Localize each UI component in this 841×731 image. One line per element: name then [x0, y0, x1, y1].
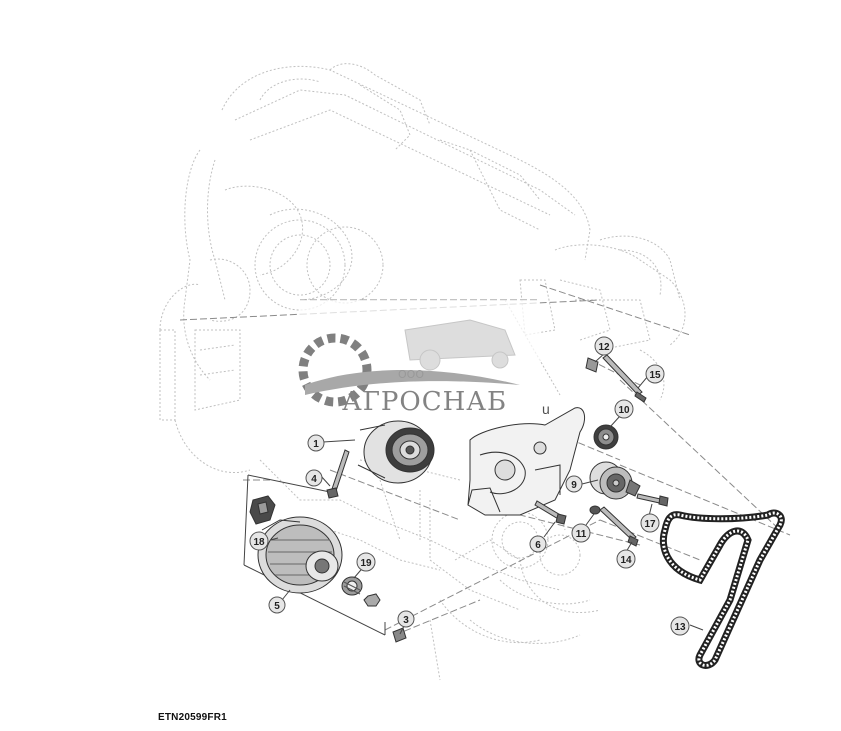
- callout-12: 12: [594, 336, 614, 356]
- callout-18: 18: [249, 531, 269, 551]
- callout-13: 13: [670, 616, 690, 636]
- tensioner-bracket: [467, 407, 586, 516]
- watermark-suffix: u: [542, 401, 550, 417]
- callout-5-label: 5: [274, 601, 280, 612]
- callout-10-label: 10: [618, 405, 630, 416]
- alternator-pulley: [341, 576, 381, 607]
- callout-1-label: 1: [313, 439, 319, 450]
- callout-15: 15: [645, 364, 665, 384]
- swoosh-icon: [305, 370, 520, 395]
- figure-reference-code: ETN20599FR1: [158, 712, 227, 723]
- callout-17-label: 17: [644, 519, 656, 530]
- callout-18-label: 18: [253, 537, 265, 548]
- watermark-logo: ООО АГРОСНАБ u: [298, 300, 550, 420]
- callout-11: 11: [571, 523, 591, 543]
- callout-14: 14: [616, 549, 636, 569]
- callouts: 1 3 4 5 6 9 10 11: [249, 336, 690, 636]
- ac-compressor-pulley: [357, 420, 435, 484]
- bolts: [326, 354, 669, 643]
- callout-17: 17: [640, 513, 660, 533]
- callout-1: 1: [307, 434, 325, 452]
- callout-5: 5: [268, 596, 286, 614]
- harvester-icon: [404, 319, 516, 371]
- callout-11-label: 11: [576, 529, 587, 540]
- voltage-regulator: [249, 495, 276, 525]
- callout-6: 6: [529, 535, 547, 553]
- spacer-sleeve: [585, 357, 599, 373]
- callout-6-label: 6: [535, 540, 541, 551]
- callout-3: 3: [397, 610, 415, 628]
- callout-3-label: 3: [403, 615, 409, 626]
- callout-19-label: 19: [360, 558, 372, 569]
- tensioner-pulley: [589, 461, 641, 500]
- callout-12-label: 12: [598, 342, 610, 353]
- callout-10: 10: [614, 399, 634, 419]
- callout-9: 9: [565, 475, 583, 493]
- callout-9-label: 9: [571, 480, 577, 491]
- callout-13-label: 13: [674, 622, 686, 633]
- watermark-brand: АГРОСНАБ: [342, 387, 507, 417]
- callout-4: 4: [305, 469, 323, 487]
- callout-14-label: 14: [620, 555, 632, 566]
- callout-4-label: 4: [311, 474, 317, 485]
- idler-pulley: [593, 424, 619, 450]
- watermark-company: ООО: [398, 368, 424, 381]
- callout-19: 19: [356, 552, 376, 572]
- serpentine-belt: [659, 509, 785, 669]
- alternator: [257, 516, 343, 594]
- callout-15-label: 15: [649, 370, 661, 381]
